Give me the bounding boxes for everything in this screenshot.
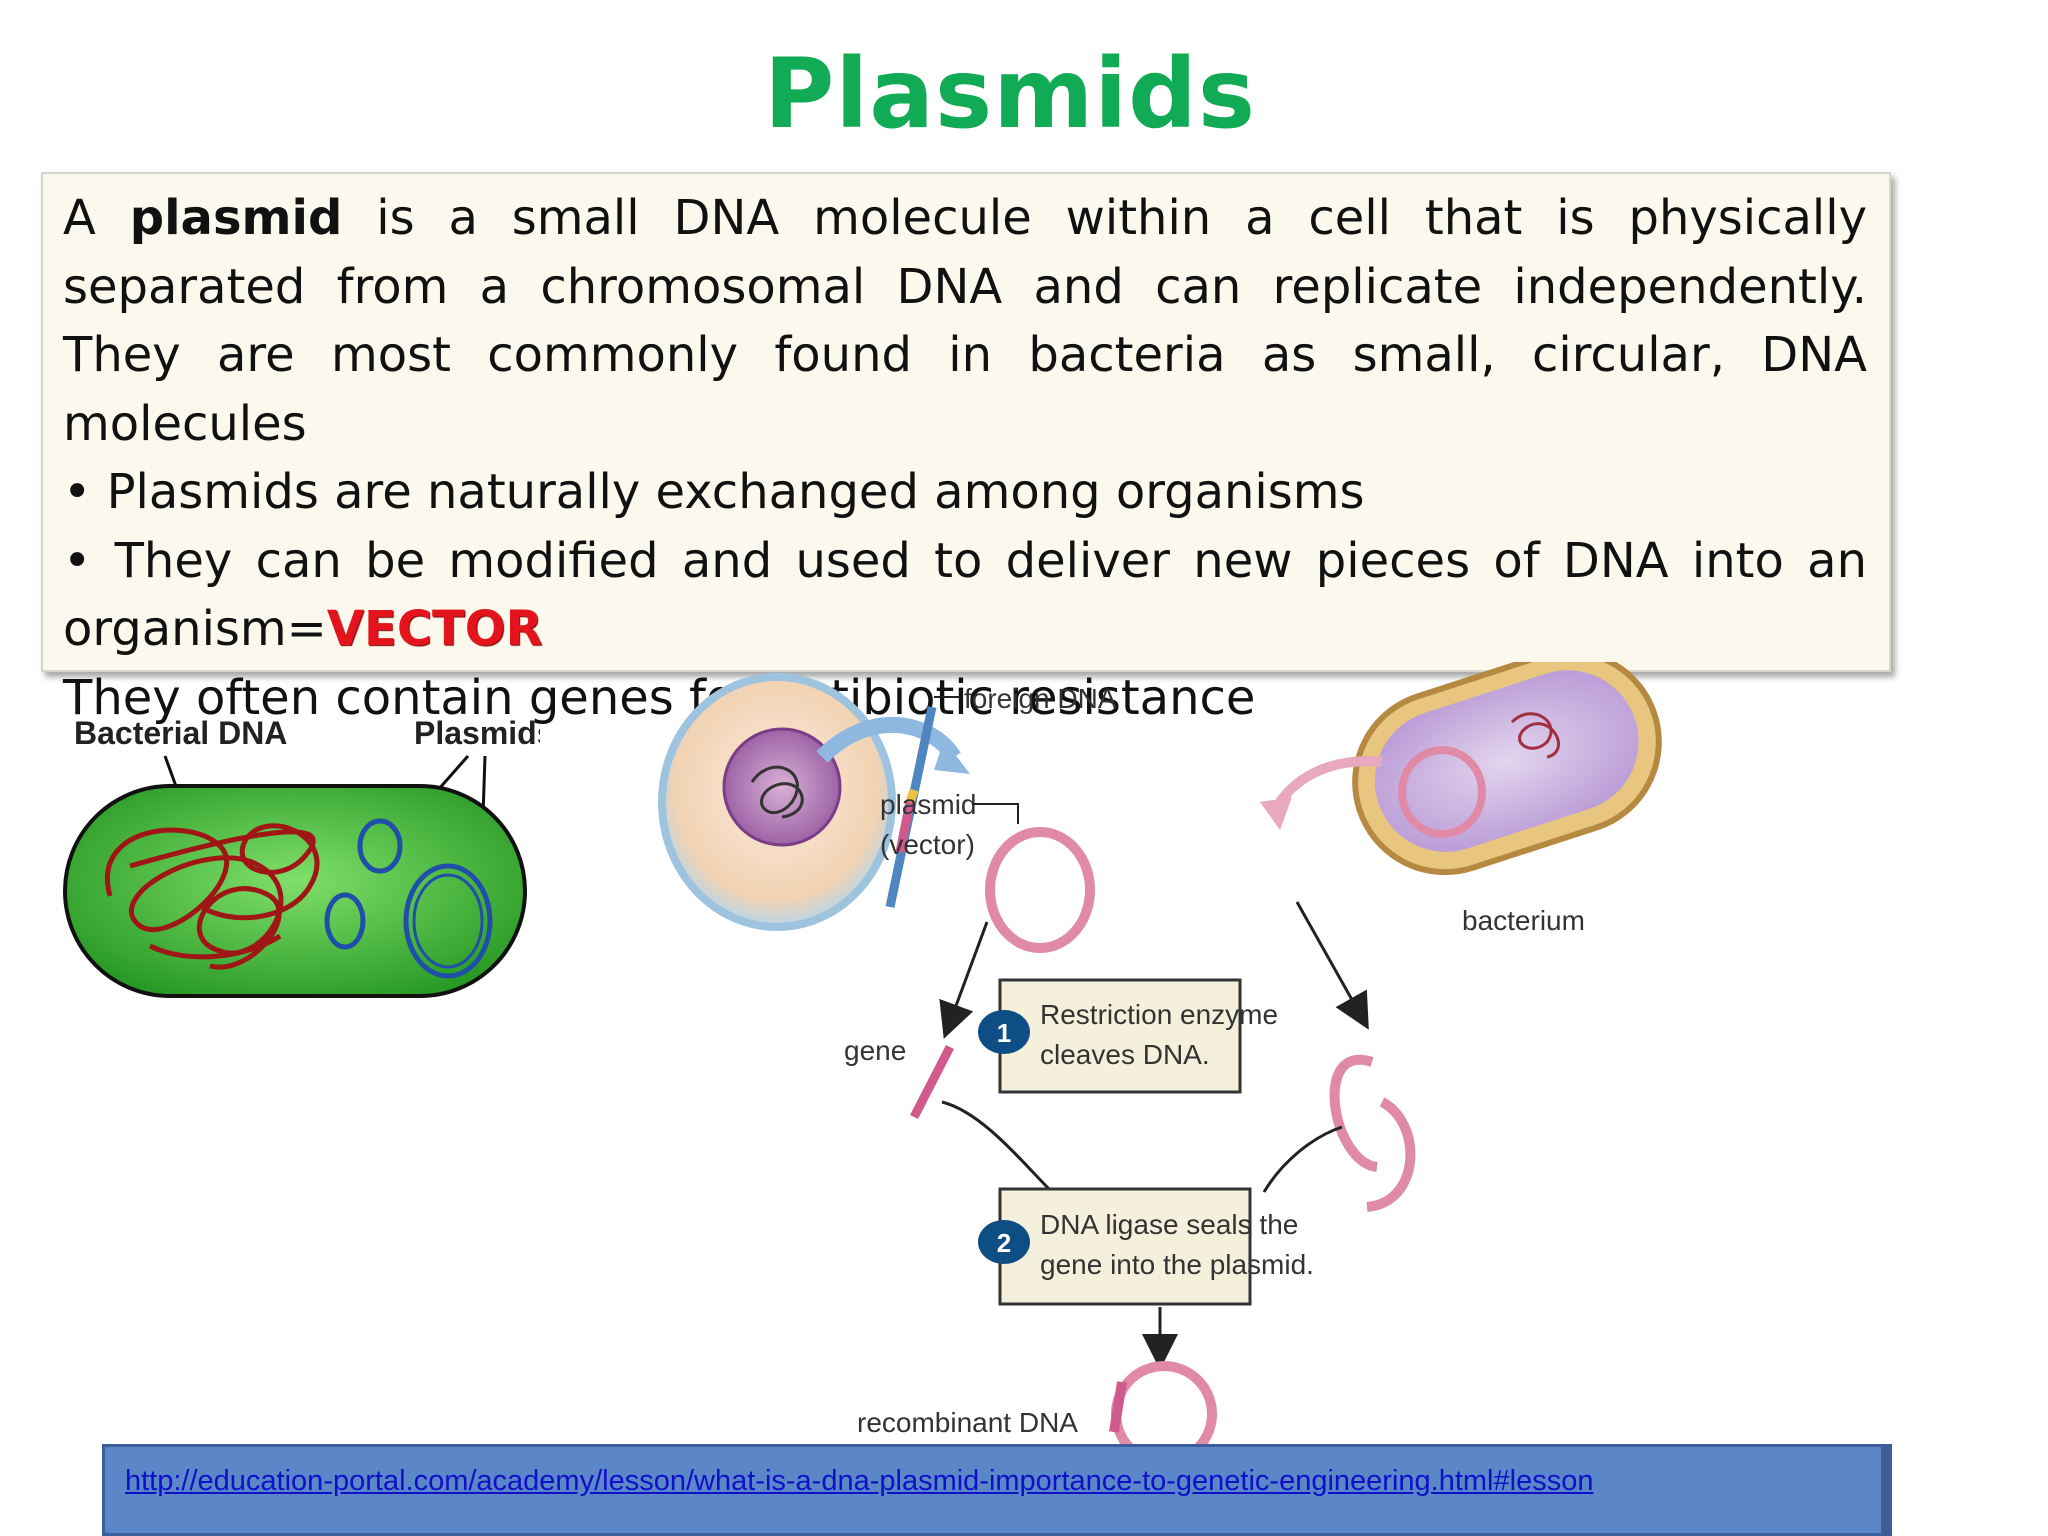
cut-plasmid bbox=[1329, 1054, 1416, 1212]
source-link[interactable]: http://education-portal.com/academy/less… bbox=[125, 1465, 1594, 1497]
step2-box: 2 DNA ligase seals the gene into the pla… bbox=[978, 1187, 1314, 1306]
plasmid-label: plasmid bbox=[880, 789, 976, 820]
step1-line1: Restriction enzyme bbox=[1040, 999, 1278, 1030]
plasmids-label: Plasmids bbox=[414, 715, 540, 751]
bullet-vector: • They can be modified and used to deliv… bbox=[63, 532, 1867, 658]
bacterium-label: bacterium bbox=[1462, 905, 1585, 936]
step2-line2: gene into the plasmid. bbox=[1040, 1249, 1314, 1280]
recombinant-plasmid bbox=[1111, 1361, 1217, 1452]
step2-number: 2 bbox=[997, 1228, 1011, 1258]
foreign-dna-label: foreign DNA bbox=[964, 683, 1117, 714]
gene-label: gene bbox=[844, 1035, 906, 1066]
eukaryotic-cell bbox=[658, 673, 896, 931]
plasmid-circles bbox=[324, 818, 493, 979]
bacterial-cell-figure: Bacterial DNA Plasmids bbox=[63, 715, 540, 998]
step1-line2: cleaves DNA. bbox=[1040, 1039, 1210, 1070]
step2-line1: DNA ligase seals the bbox=[1040, 1209, 1298, 1240]
plasmid-ring bbox=[985, 827, 1095, 953]
step1-box: 1 Restriction enzyme cleaves DNA. bbox=[978, 978, 1278, 1094]
bacterial-dna-label: Bacterial DNA bbox=[74, 715, 287, 751]
footer-bar: http://education-portal.com/academy/less… bbox=[102, 1444, 1892, 1536]
step1-number: 1 bbox=[997, 1018, 1011, 1048]
definition-textbox: A plasmid is a small DNA molecule within… bbox=[41, 172, 1891, 726]
plasmid-term: plasmid bbox=[129, 190, 343, 246]
vector-term: VECTOR bbox=[326, 601, 543, 657]
recombinant-dna-figure: foreign DNA plasmid (vector) bacterium g… bbox=[658, 662, 1662, 1452]
vector-label: (vector) bbox=[880, 829, 975, 860]
definition-paragraph: A plasmid is a small DNA molecule within… bbox=[63, 190, 1868, 452]
antibiotic-line: They often contain genes for antibiotic … bbox=[63, 669, 1256, 726]
recombinant-dna-label: recombinant DNA bbox=[857, 1407, 1078, 1438]
slide-title: Plasmids bbox=[764, 38, 1256, 150]
bullet-exchanged: • Plasmids are naturally exchanged among… bbox=[63, 464, 1365, 520]
gene-fragment bbox=[909, 1044, 955, 1120]
chromosome-dna bbox=[105, 823, 320, 970]
foreign-dna-strand bbox=[885, 706, 937, 908]
bacterium-cell bbox=[1352, 662, 1662, 876]
